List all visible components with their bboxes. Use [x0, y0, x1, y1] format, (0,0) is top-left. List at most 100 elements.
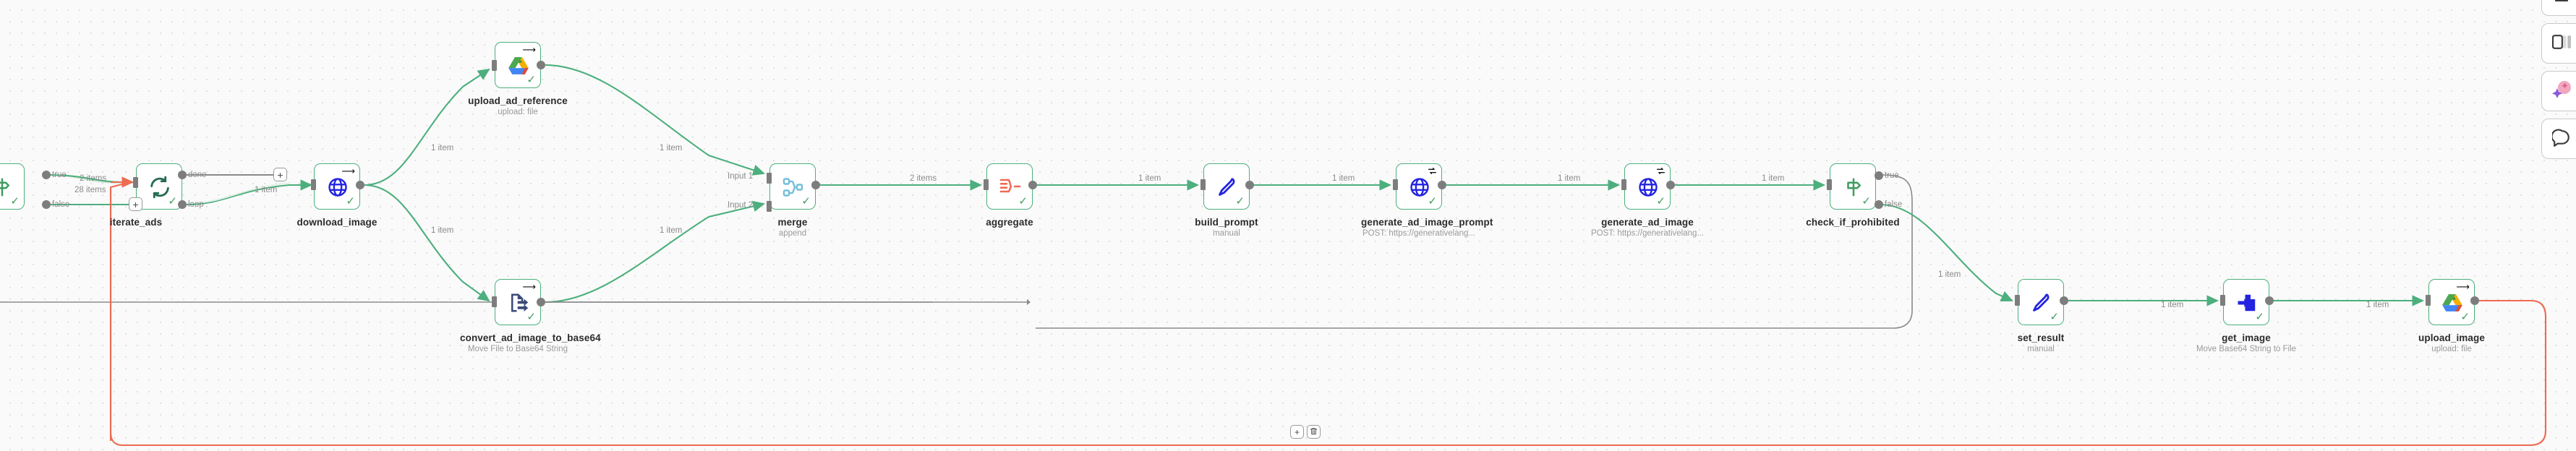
output-port[interactable] — [2470, 296, 2479, 305]
input-port[interactable] — [1621, 179, 1626, 190]
node-subtitle: Move Base64 String to File — [2196, 345, 2297, 353]
node-success-check: ✓ — [1861, 195, 1871, 207]
base64-to-file-icon — [2224, 280, 2270, 326]
node-success-check: ✓ — [2460, 311, 2470, 323]
node-merge[interactable]: ✓ — [769, 163, 816, 210]
node-get-image[interactable]: ✓ — [2223, 279, 2269, 325]
output-port-loop[interactable] — [178, 200, 187, 209]
output-port[interactable] — [1245, 181, 1254, 189]
node-download-image[interactable]: ⟶ ✓ — [314, 163, 360, 210]
plus-icon: + — [132, 198, 139, 210]
node-upload-image[interactable]: ⟶ ✓ — [2428, 279, 2475, 325]
node-caption-check-if-prohibited: check_if_prohibited — [1795, 217, 1911, 228]
output-port[interactable] — [2060, 296, 2068, 305]
output-port[interactable] — [356, 181, 364, 189]
plus-icon: + — [277, 168, 283, 181]
node-subtitle: upload: file — [2431, 345, 2472, 353]
node-generate-ad-image[interactable]: ✓ — [1624, 163, 1671, 210]
node-generate-ad-image-prompt[interactable]: ✓ — [1396, 163, 1442, 210]
node-upload-ad-reference[interactable]: ⟶ ✓ — [495, 42, 541, 88]
node-success-check: ✓ — [1235, 195, 1245, 207]
node-caption-generate-ad-image: generate_ad_image POST: https://generati… — [1590, 217, 1705, 239]
input-port[interactable] — [1827, 179, 1832, 190]
edge-label-items: 1 item — [2161, 301, 2184, 309]
node-title: check_if_prohibited — [1806, 217, 1900, 228]
node-success-check: ✓ — [1656, 195, 1666, 207]
arrow-right-icon: ⟶ — [2456, 281, 2470, 292]
ai-sparkle-icon — [2551, 79, 2572, 104]
node-title: aggregate — [986, 217, 1033, 228]
node-convert-ad-image-to-base64[interactable]: ⟶ ✓ — [495, 279, 541, 325]
edge-label-items: 28 items — [74, 186, 106, 194]
port-label-done: done — [188, 171, 207, 179]
input-port[interactable] — [1200, 179, 1206, 190]
output-port[interactable] — [2265, 296, 2274, 305]
rail-sticky-note-button[interactable] — [2541, 0, 2576, 16]
output-port[interactable] — [1438, 181, 1446, 189]
output-port[interactable] — [1028, 181, 1037, 189]
edge-label-items: 1 item — [1558, 174, 1581, 183]
edge-label-items: 1 item — [2366, 301, 2389, 309]
aggregate-icon — [987, 164, 1033, 210]
node-iterate-ads[interactable]: ✓ — [136, 163, 182, 210]
output-port[interactable] — [811, 181, 820, 189]
node-title: build_prompt — [1195, 217, 1258, 228]
edge-label-items: 1 item — [1938, 270, 1961, 279]
port-label-input-1: Input 1 — [728, 172, 754, 181]
input-port[interactable] — [492, 60, 497, 71]
input-port[interactable] — [984, 179, 989, 190]
input-port[interactable] — [2015, 295, 2020, 306]
output-port-done[interactable] — [178, 171, 187, 179]
node-aggregate[interactable]: ✓ — [986, 163, 1033, 210]
merge-icon — [770, 164, 816, 210]
input-port[interactable] — [133, 177, 138, 188]
node-subtitle: POST: https://generativelang... — [1591, 229, 1704, 238]
delete-connection-button[interactable] — [1307, 425, 1321, 439]
globe-icon — [315, 164, 361, 210]
output-port[interactable] — [1666, 181, 1675, 189]
node-success-check: ✓ — [1428, 195, 1437, 207]
rail-ai-assistant-button[interactable] — [2541, 71, 2576, 111]
rail-side-panel-button[interactable] — [2541, 23, 2576, 64]
output-port-true[interactable] — [42, 171, 51, 179]
node-ad-data[interactable]: ✓ — [0, 163, 25, 210]
input-port[interactable] — [492, 296, 497, 307]
node-build-prompt[interactable]: ✓ — [1203, 163, 1250, 210]
input-port[interactable] — [2220, 295, 2225, 306]
input-port-2[interactable] — [767, 201, 772, 212]
node-caption-generate-ad-image-prompt: generate_ad_image_prompt POST: https://g… — [1361, 217, 1493, 239]
node-success-check: ✓ — [526, 74, 536, 86]
port-label-true: true — [1885, 171, 1899, 180]
input-port[interactable] — [2426, 295, 2431, 306]
connection-hover-toolbar[interactable]: + — [1290, 425, 1321, 439]
edge-label-items: 1 item — [660, 226, 683, 235]
input-port-1[interactable] — [767, 173, 772, 184]
rail-chat-button[interactable] — [2541, 119, 2576, 159]
arrow-right-icon: ⟶ — [341, 166, 355, 176]
edge-label-items: 1 item — [431, 226, 454, 235]
arrow-right-icon: ⟶ — [522, 44, 536, 55]
add-node-button[interactable]: + — [1290, 425, 1304, 439]
node-title: generate_ad_image — [1601, 217, 1694, 228]
output-port[interactable] — [537, 298, 545, 306]
node-success-check: ✓ — [168, 195, 177, 207]
node-caption-get-image: get_image Move Base64 String to File — [2188, 332, 2304, 354]
input-port[interactable] — [311, 179, 316, 190]
node-title: iterate_ads — [109, 217, 163, 228]
google-drive-icon — [495, 43, 542, 89]
trash-icon — [1310, 427, 1318, 437]
output-port-false[interactable] — [1875, 200, 1883, 209]
output-port-false[interactable] — [42, 200, 51, 209]
node-title: merge — [777, 217, 808, 228]
port-label-true: true — [52, 171, 67, 179]
output-port-true[interactable] — [1875, 171, 1883, 180]
node-check-if-prohibited[interactable]: ✓ — [1830, 163, 1876, 210]
output-port[interactable] — [537, 61, 545, 69]
input-port[interactable] — [1393, 179, 1398, 190]
edge-label-items: 1 item — [1332, 174, 1355, 183]
node-success-check: ✓ — [2255, 311, 2264, 323]
node-set-result[interactable]: ✓ — [2018, 279, 2064, 325]
add-node-on-connection-button[interactable]: + — [273, 168, 287, 181]
add-node-on-connection-button[interactable]: + — [129, 197, 142, 211]
